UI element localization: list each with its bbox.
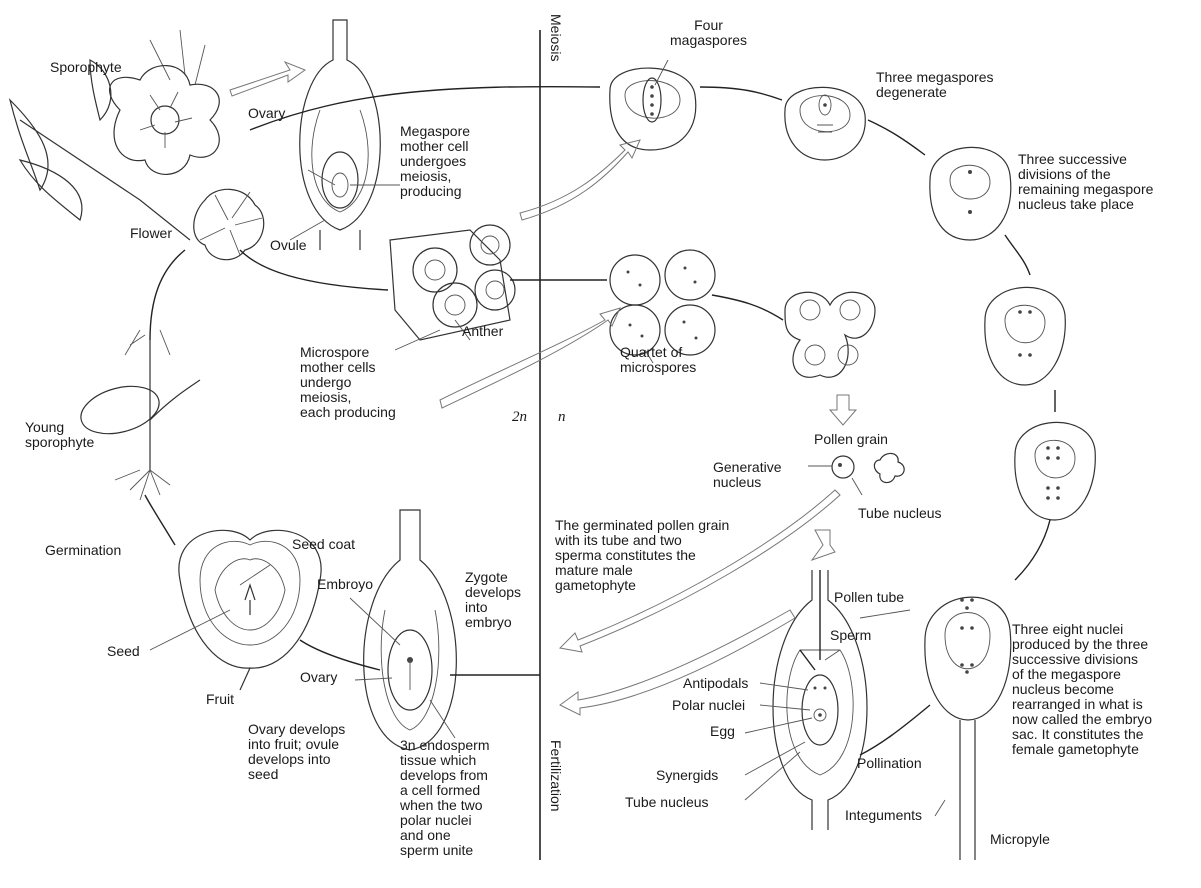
- label-polar-nuclei: Polar nuclei: [672, 698, 745, 713]
- label-microspore-mother-cells: Microspore mother cells undergo meiosis,…: [300, 345, 396, 420]
- label-fruit: Fruit: [206, 692, 234, 707]
- label-seed-coat: Seed coat: [292, 537, 355, 552]
- label-flower: Flower: [130, 226, 172, 241]
- cycle-arrows: [145, 87, 1055, 755]
- label-pollen-grain: Pollen grain: [814, 432, 888, 447]
- label-endosperm: 3n endosperm tissue which develops from …: [400, 738, 490, 858]
- label-2n: 2n: [512, 410, 527, 425]
- label-sporophyte: Sporophyte: [50, 60, 122, 75]
- label-synergids: Synergids: [656, 768, 718, 783]
- label-ovary-bottom: Ovary: [300, 670, 337, 685]
- label-n: n: [558, 410, 566, 425]
- label-tube-nucleus-top: Tube nucleus: [858, 506, 942, 521]
- label-tube-nucleus-bottom: Tube nucleus: [625, 795, 709, 810]
- label-young-sporophyte: Young sporophyte: [25, 420, 94, 450]
- label-embryo: Embroyo: [317, 577, 373, 592]
- zygote-ovary-illustration: [364, 510, 457, 750]
- label-quartet-microspores: Quartet of microspores: [620, 345, 696, 375]
- label-pollination: Pollination: [857, 756, 922, 771]
- label-generative-nucleus: Generative nucleus: [713, 460, 781, 490]
- quartet-microspores-illustration: [610, 250, 715, 355]
- embryo-sac-illustration: [925, 597, 1011, 860]
- label-anther: Anther: [462, 324, 503, 339]
- label-three-successive-divisions: Three successive divisions of the remain…: [1018, 152, 1153, 212]
- label-micropyle: Micropyle: [990, 832, 1050, 847]
- label-pollen-tube: Pollen tube: [834, 590, 904, 605]
- label-integuments: Integuments: [845, 808, 922, 823]
- pollen-development-illustration: [785, 292, 875, 377]
- label-ovule: Ovule: [270, 238, 307, 253]
- label-fertilization: Fertilization: [548, 740, 564, 812]
- label-sperm: Sperm: [830, 628, 871, 643]
- label-eight-nuclei-embryo-sac: Three eight nuclei produced by the three…: [1012, 622, 1152, 757]
- label-meiosis: Meiosis: [548, 14, 564, 61]
- label-egg: Egg: [710, 724, 735, 739]
- young-sporophyte-illustration: [76, 330, 200, 500]
- label-germination: Germination: [45, 543, 121, 558]
- four-megaspores-illustration: [610, 68, 696, 150]
- label-three-megaspores-degenerate: Three megaspores degenerate: [876, 70, 994, 100]
- label-antipodals: Antipodals: [683, 676, 748, 691]
- label-ovary-top: Ovary: [248, 106, 285, 121]
- pollen-grain-illustration: [832, 453, 904, 482]
- label-ovary-develops: Ovary develops into fruit; ovule develop…: [248, 722, 345, 782]
- label-four-megaspores: Four magaspores: [670, 18, 747, 48]
- label-megaspore-mother-cell: Megaspore mother cell undergoes meiosis,…: [400, 124, 470, 199]
- pollinated-ovary-illustration: [773, 570, 867, 830]
- label-seed: Seed: [107, 644, 140, 659]
- label-germinated-pollen-grain: The germinated pollen grain with its tub…: [555, 518, 729, 593]
- fruit-seed-illustration: [179, 530, 321, 690]
- ovary-top-illustration: [300, 20, 381, 250]
- label-zygote-develops: Zygote develops into embryo: [465, 570, 521, 630]
- degenerating-megaspores-illustration: [785, 87, 865, 160]
